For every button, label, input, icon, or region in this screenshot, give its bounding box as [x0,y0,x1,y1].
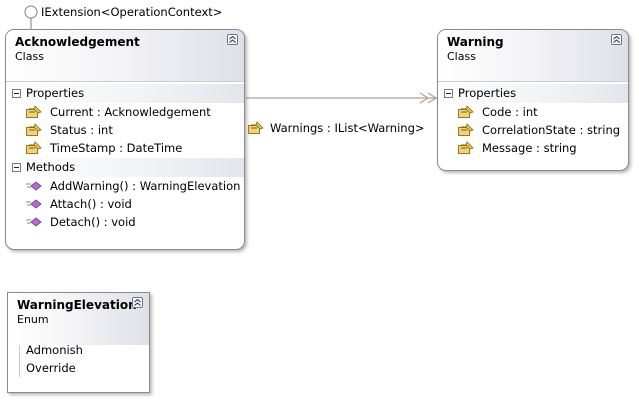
warning-elevation-header[interactable]: WarningElevation Enum [8,293,149,345]
method-text: Attach() : void [50,197,132,211]
property-text: Current : Acknowledgement [50,105,211,119]
property-icon [458,123,474,136]
compartment-toggle-icon[interactable] [444,89,453,98]
acknowledgement-class-shape[interactable]: Acknowledgement Class Properties Current… [5,29,245,250]
class-stereotype: Class [447,50,476,63]
property-row[interactable]: Message : string [438,139,628,157]
class-name: Warning [447,35,504,49]
enum-value[interactable]: Admonish [26,343,83,357]
warning-class-shape[interactable]: Warning Class Properties Code : int Corr… [437,29,629,171]
property-row[interactable]: CorrelationState : string [438,121,628,139]
compartment-toggle-icon[interactable] [12,89,21,98]
property-icon [26,123,42,136]
property-icon [458,105,474,118]
properties-label: Properties [458,86,517,100]
method-icon [26,199,42,209]
enum-name: WarningElevation [17,298,137,312]
enum-value[interactable]: Override [26,361,76,375]
method-icon [26,217,42,227]
class-name: Acknowledgement [15,35,140,49]
method-text: Detach() : void [50,215,136,229]
method-icon [26,181,42,191]
property-icon [248,121,264,134]
property-row[interactable]: TimeStamp : DateTime [6,139,244,157]
warning-header[interactable]: Warning Class [438,30,628,82]
properties-compartment-header[interactable]: Properties [6,84,244,103]
property-text: Status : int [50,123,113,137]
property-text: CorrelationState : string [482,123,621,137]
method-row[interactable]: AddWarning() : WarningElevation [6,177,244,195]
property-text: Code : int [482,105,538,119]
acknowledgement-header[interactable]: Acknowledgement Class [6,30,244,82]
property-text: Message : string [482,141,577,155]
collapse-chevrons-icon[interactable] [132,297,143,308]
enum-stereotype: Enum [17,313,49,326]
association-label-text: Warnings : IList<Warning> [270,121,425,135]
property-row[interactable]: Code : int [438,103,628,121]
property-icon [458,141,474,154]
collapse-chevrons-icon[interactable] [227,34,238,45]
association-label[interactable]: Warnings : IList<Warning> [248,119,425,137]
properties-compartment-header[interactable]: Properties [438,84,628,103]
property-icon [26,105,42,118]
association-arrowhead [419,92,438,104]
property-text: TimeStamp : DateTime [50,141,183,155]
collapse-chevrons-icon[interactable] [611,34,622,45]
property-icon [26,141,42,154]
methods-compartment-header[interactable]: Methods [6,158,244,177]
methods-label: Methods [26,160,76,174]
property-row[interactable]: Current : Acknowledgement [6,103,244,121]
interface-lollipop-icon[interactable] [24,5,38,19]
properties-label: Properties [26,86,85,100]
interface-label: IExtension<OperationContext> [41,5,223,19]
method-row[interactable]: Attach() : void [6,195,244,213]
property-row[interactable]: Status : int [6,121,244,139]
compartment-toggle-icon[interactable] [12,163,21,172]
method-text: AddWarning() : WarningElevation [50,179,241,193]
warning-elevation-enum-shape[interactable]: WarningElevation Enum Admonish Override [7,292,150,393]
method-row[interactable]: Detach() : void [6,213,244,231]
class-stereotype: Class [15,50,44,63]
